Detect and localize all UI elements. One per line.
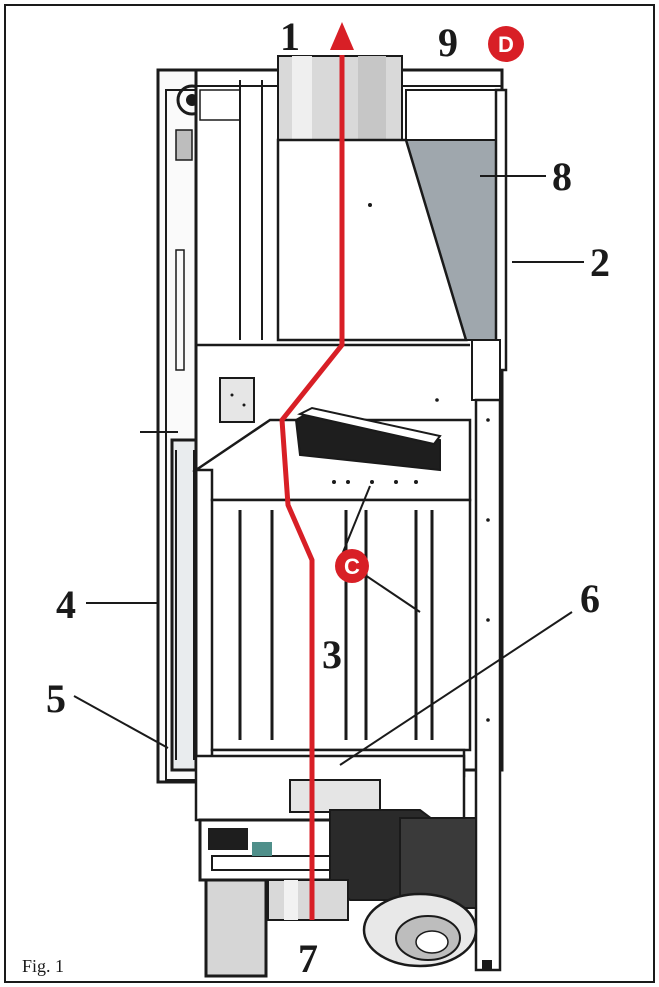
badge-c: C: [335, 549, 369, 583]
callout-2: 2: [590, 240, 610, 285]
base-air-inlet: [198, 809, 478, 978]
leader-lines: [73, 175, 584, 766]
figure-caption: Fig. 1: [22, 956, 65, 976]
air-regulator: [219, 377, 255, 423]
callout-8: 8: [552, 154, 572, 199]
insulation-block: [204, 878, 268, 978]
callout-9: 9: [438, 20, 458, 65]
callout-6: 6: [580, 576, 600, 621]
badge-d: D: [488, 26, 524, 62]
figure-border: [4, 4, 655, 983]
smoke-flow-path: [279, 55, 345, 920]
callout-4: 4: [56, 582, 76, 627]
callout-1: 1: [280, 14, 300, 59]
callout-5: 5: [46, 676, 66, 721]
flow-arrow-head: [330, 22, 354, 50]
svg-text:C: C: [344, 554, 360, 579]
outer-wall: [471, 88, 508, 972]
combustion-chamber: [191, 343, 472, 502]
smoke-chamber: [276, 138, 468, 342]
svg-text:D: D: [498, 32, 514, 57]
firebox-liner: [210, 498, 472, 752]
callout-7: 7: [298, 936, 318, 981]
callout-3: 3: [322, 632, 342, 677]
